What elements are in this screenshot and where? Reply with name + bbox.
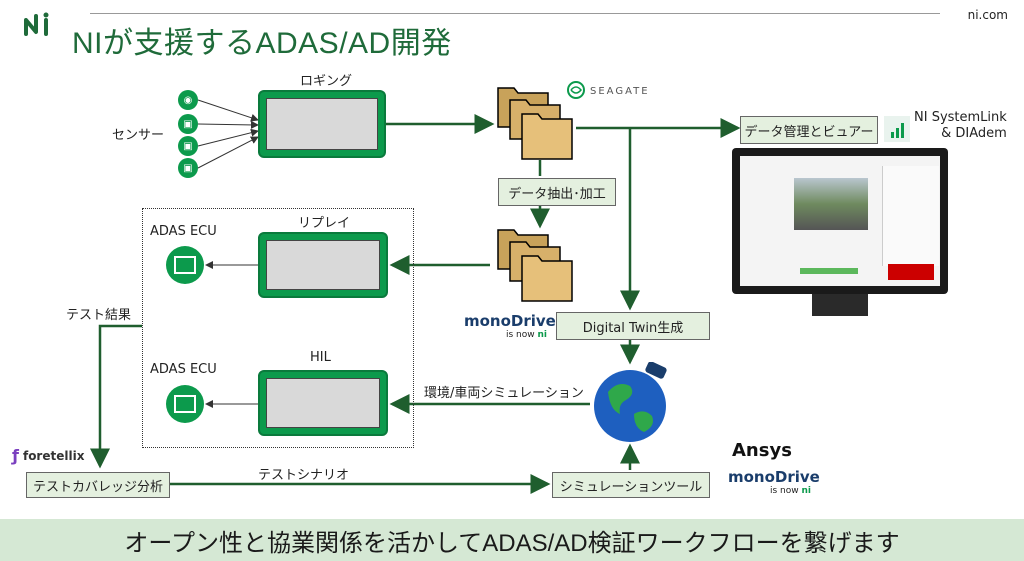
logging-chassis: [258, 90, 386, 158]
hil-chassis: [258, 370, 388, 436]
digital-twin-box: Digital Twin生成: [556, 312, 710, 340]
bottom-banner: オープン性と協業関係を活かしてADAS/AD検証ワークフローを繋げます: [0, 519, 1024, 561]
ecu1-icon: [166, 246, 204, 284]
sensor-lidar-icon: ▣: [178, 136, 198, 156]
hil-test-region: [142, 208, 414, 448]
monitor-stand: [812, 294, 868, 316]
seagate-icon: [567, 81, 585, 99]
ni-logo-icon: [24, 12, 49, 36]
data-extract-box: データ抽出･加工: [498, 178, 616, 206]
domain-link[interactable]: ni.com: [967, 8, 1008, 22]
viewer-properties-panel: [882, 166, 939, 266]
seagate-label: SEAGATE: [590, 86, 650, 97]
replay-chassis: [258, 232, 388, 298]
simulation-tool-box: シミュレーションツール: [552, 472, 710, 498]
ni-mark-1: ni: [537, 330, 548, 340]
systemlink-line2: & DIAdem: [941, 126, 1007, 141]
header-rule: [90, 13, 940, 14]
chassis-modules: [266, 98, 378, 150]
data-folders-icon: [497, 87, 573, 160]
coverage-analysis-box: テストカバレッジ分析: [26, 472, 170, 498]
test-results-label: テスト結果: [66, 308, 132, 323]
ecu2-icon: [166, 385, 204, 423]
ansys-logo: Ansys: [732, 440, 792, 461]
sensor-camera-icon: ▣: [178, 114, 198, 134]
systemlink-icon: [884, 116, 910, 142]
test-scenario-label: テストシナリオ: [258, 468, 350, 483]
data-management-box: データ管理とビュアー: [740, 116, 878, 144]
ecu2-label: ADAS ECU: [150, 362, 217, 377]
viewer-screen: [740, 156, 940, 286]
road-video-icon: [794, 178, 868, 230]
monodrive-logo-2: monoDrive: [728, 468, 820, 486]
logging-label: ロギング: [300, 74, 353, 89]
sensor-radar-icon: ◉: [178, 90, 198, 110]
monodrive-logo-1-sub: is now ni: [506, 330, 547, 340]
chassis-modules: [266, 240, 380, 290]
monodrive-logo-1: monoDrive: [464, 312, 556, 330]
monitor-display: [732, 148, 948, 316]
hil-label: HIL: [310, 350, 331, 365]
ecu1-label: ADAS ECU: [150, 224, 217, 239]
foretellix-text: foretellix: [22, 448, 85, 463]
flow-connectors: [90, 99, 741, 494]
foretellix-icon: ƒ: [12, 446, 19, 465]
processed-folders-icon: [497, 229, 573, 302]
sensor-gps-icon: ▣: [178, 158, 198, 178]
monodrive-logo-2-sub: is now ni: [770, 486, 811, 496]
monodrive-2-sub-text: is now: [770, 486, 799, 496]
sensors-label: センサー: [112, 128, 165, 143]
env-sim-label: 環境/車両シミュレーション: [424, 386, 584, 401]
page-title: NIが支援するADAS/AD開発: [72, 27, 452, 60]
systemlink-line1: NI SystemLink: [914, 110, 1007, 125]
globe-icon: [594, 362, 667, 442]
systemlink-label: NI SystemLink & DIAdem: [914, 110, 1007, 142]
replay-label: リプレイ: [298, 216, 351, 231]
monodrive-1-sub-text: is now: [506, 330, 535, 340]
viewer-spectrum-plot: [888, 264, 934, 280]
ni-mark-2: ni: [801, 486, 812, 496]
foretellix-logo: ƒ foretellix: [12, 446, 84, 465]
chassis-modules: [266, 378, 380, 428]
viewer-status-bar: [800, 268, 858, 274]
